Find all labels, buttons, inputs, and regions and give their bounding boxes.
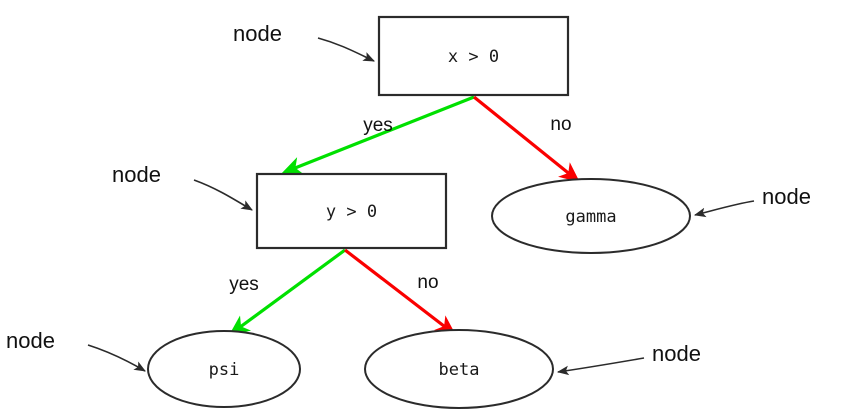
- node-psi-label: psi: [209, 360, 240, 380]
- node-root[interactable]: x > 0: [377, 15, 570, 97]
- edge-second-yes: yes: [228, 248, 346, 336]
- node-beta-ellipse[interactable]: [364, 329, 554, 409]
- edge-label-root-yes: yes: [363, 115, 393, 136]
- node-gamma[interactable]: gamma: [491, 178, 691, 254]
- annotation-root-line: [317, 37, 375, 62]
- annotation-beta: node: [556, 341, 701, 376]
- annotation-second-label: node: [112, 162, 161, 187]
- node-second-label: y > 0: [326, 202, 377, 222]
- annotation-second-line: [193, 179, 253, 211]
- node-gamma-ellipse[interactable]: [491, 178, 691, 254]
- edge-root-yes: yes: [281, 95, 475, 175]
- node-beta-label: beta: [439, 360, 480, 380]
- annotation-root-label: node: [233, 21, 282, 46]
- node-psi[interactable]: psi: [147, 330, 301, 408]
- edge-second-no: no: [344, 248, 456, 336]
- node-second[interactable]: y > 0: [255, 172, 448, 250]
- node-root-rect[interactable]: [377, 15, 570, 97]
- node-second-rect[interactable]: [255, 172, 448, 250]
- annotation-beta-label: node: [652, 341, 701, 366]
- annotation-psi: node: [6, 328, 146, 372]
- edge-label-second-yes: yes: [229, 274, 259, 295]
- edge-root-yes-line: [281, 95, 475, 175]
- annotation-root: node: [233, 21, 375, 62]
- annotation-second: node: [112, 162, 253, 211]
- annotation-psi-label: node: [6, 328, 55, 353]
- annotation-beta-line: [556, 357, 645, 376]
- node-psi-ellipse[interactable]: [147, 330, 301, 408]
- edge-label-second-no: no: [417, 272, 438, 293]
- edge-label-root-no: no: [550, 114, 571, 135]
- edge-root-no-line: [472, 95, 580, 183]
- edge-second-no-line: [344, 248, 456, 336]
- edge-second-yes-line: [228, 248, 346, 336]
- node-beta[interactable]: beta: [364, 329, 554, 409]
- annotation-gamma: node: [693, 184, 811, 218]
- annotation-gamma-label: node: [762, 184, 811, 209]
- annotation-gamma-line: [693, 200, 755, 218]
- node-root-label: x > 0: [448, 47, 499, 67]
- annotation-psi-line: [87, 344, 146, 372]
- node-gamma-label: gamma: [565, 207, 616, 227]
- edge-root-no: no: [472, 95, 580, 183]
